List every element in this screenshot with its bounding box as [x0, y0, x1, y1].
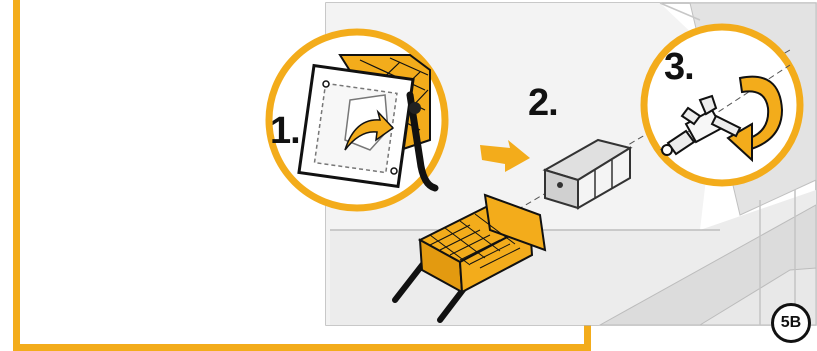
page-badge-label: 5B: [781, 314, 801, 332]
step-3-label: 3.: [664, 48, 694, 86]
step-2-label: 2.: [528, 84, 558, 122]
step-1-label: 1.: [270, 112, 300, 150]
page-badge: 5B: [771, 303, 811, 343]
